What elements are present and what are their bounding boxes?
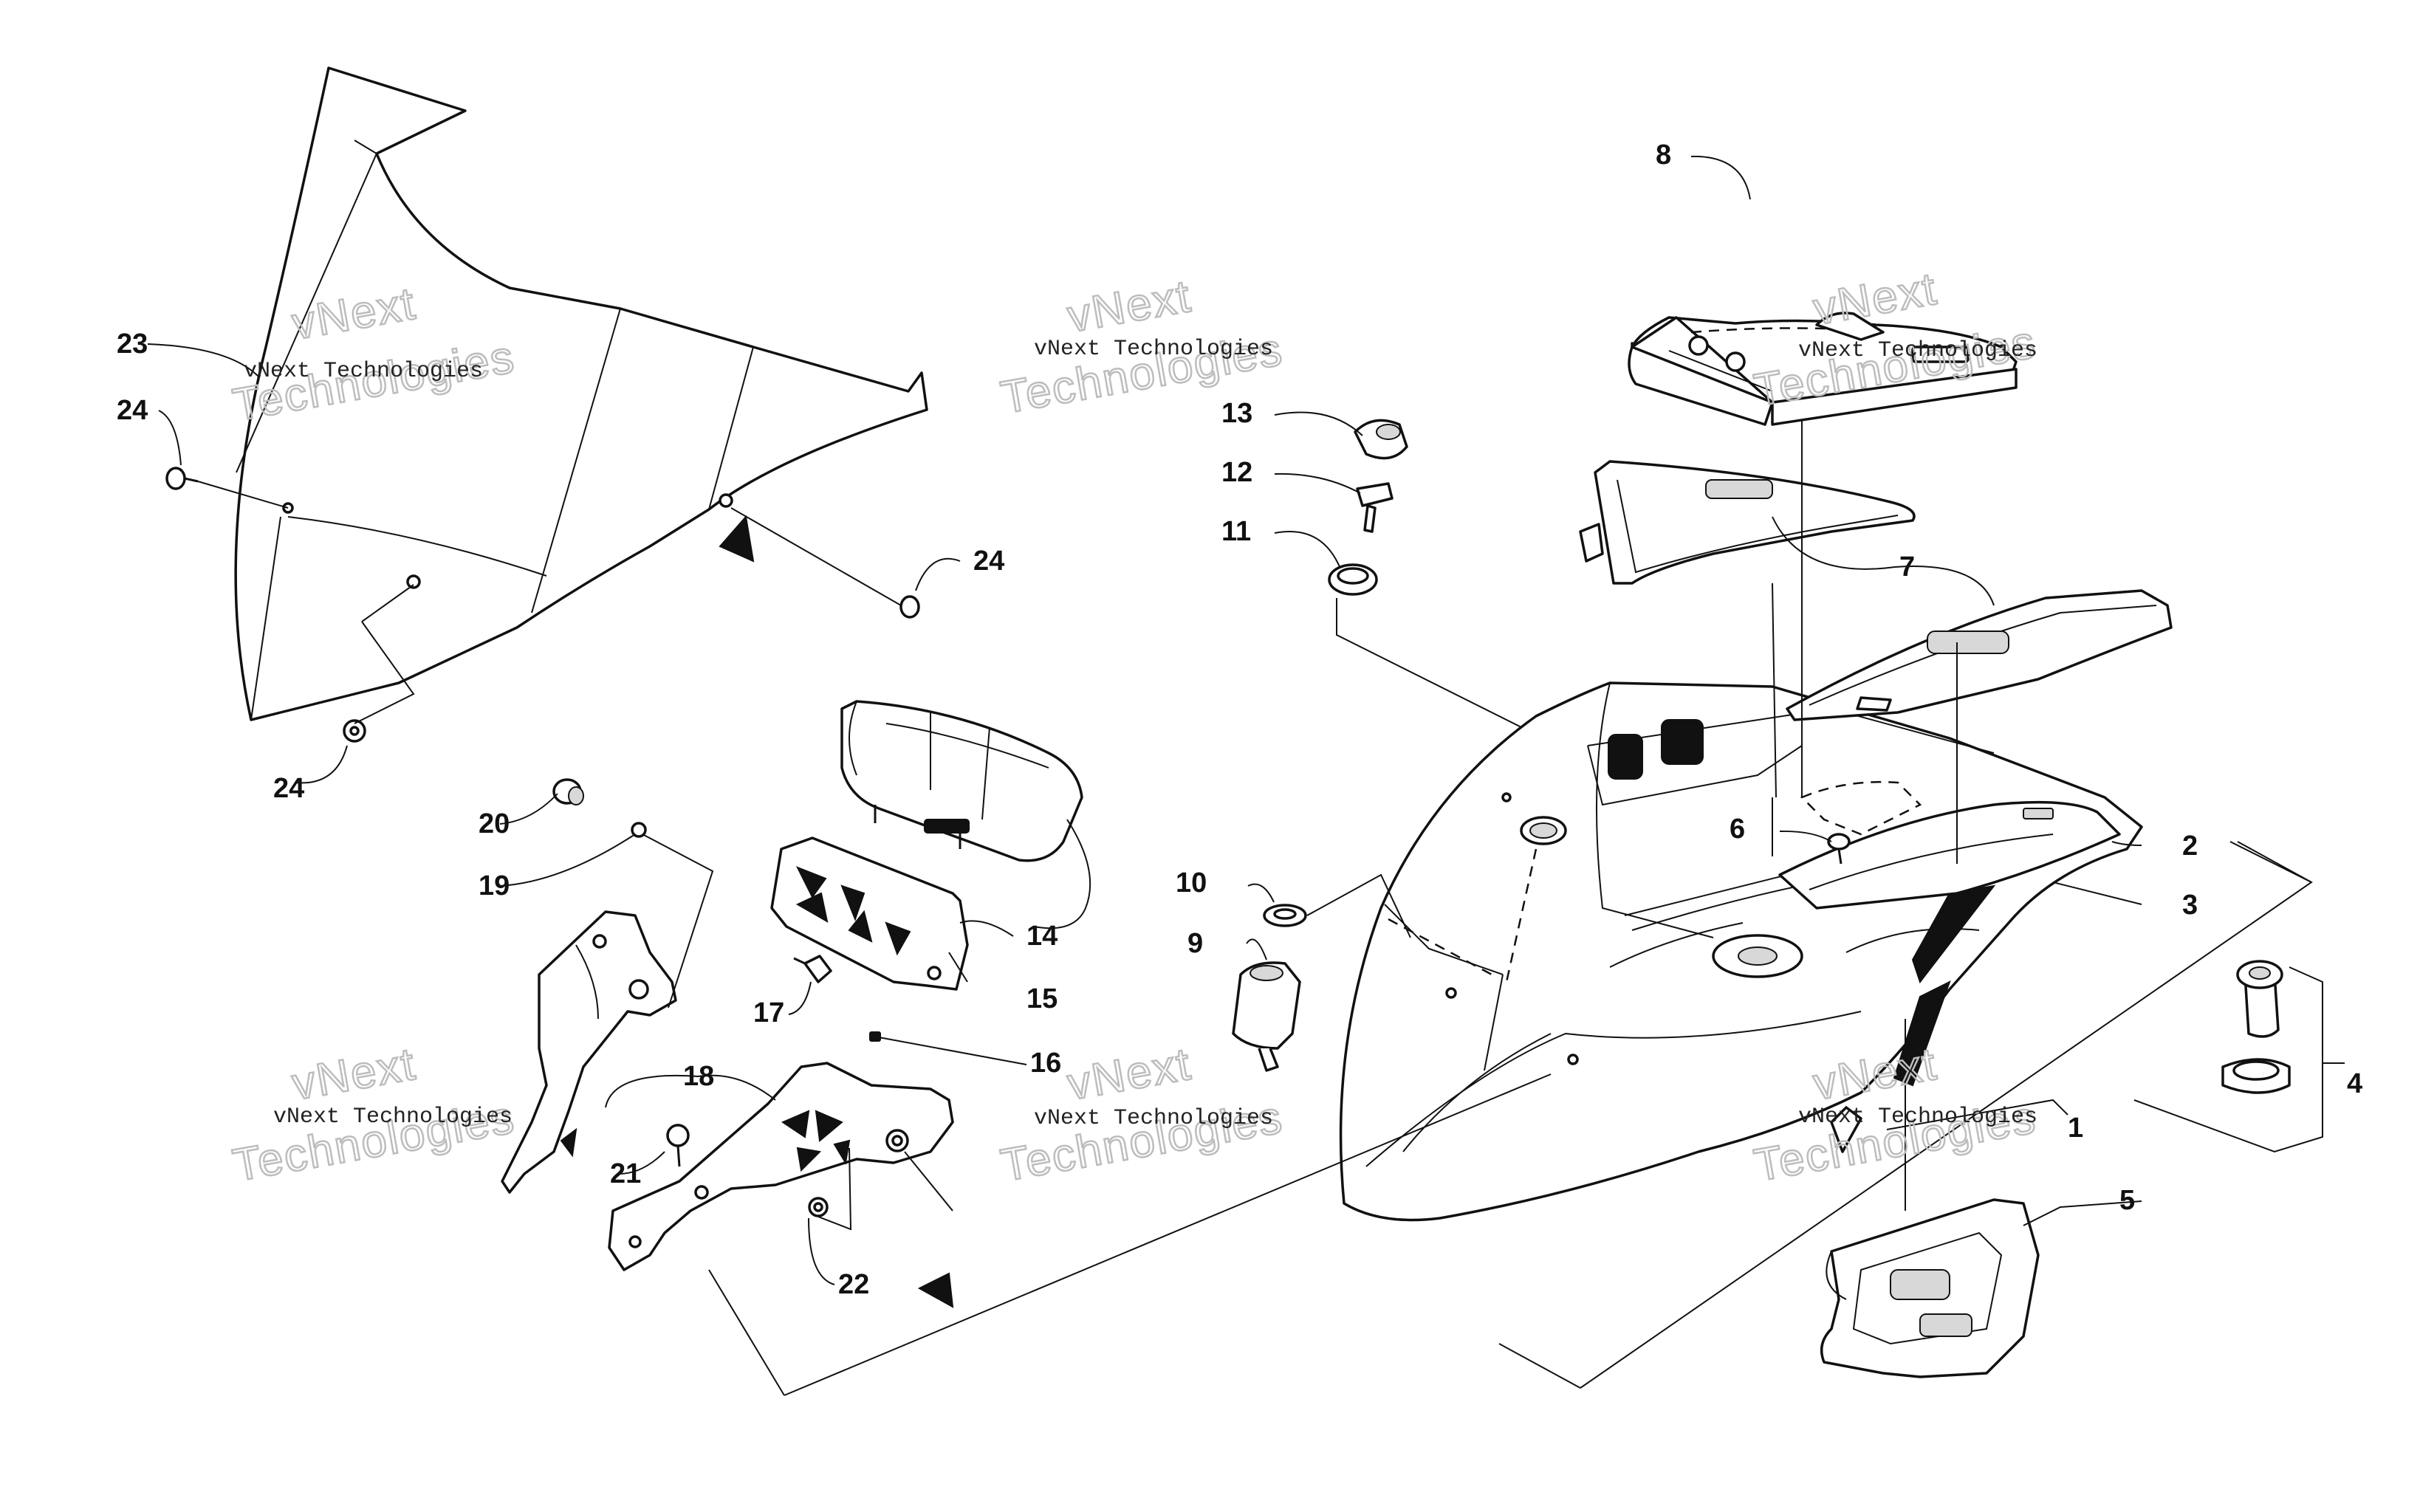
svg-text:vNext: vNext: [1063, 271, 1195, 343]
grommet-20[interactable]: [552, 778, 584, 805]
callout-7: 7: [1899, 551, 1915, 583]
svg-text:vNext Technologies: vNext Technologies: [244, 359, 483, 384]
mounting-bracket-lower[interactable]: [608, 1062, 954, 1308]
screw-right: [899, 595, 920, 619]
callout-leaders: [147, 155, 2142, 1285]
svg-text:vNext: vNext: [1809, 264, 1941, 335]
floor-panel-part[interactable]: [1820, 1198, 2040, 1378]
speedometer-part[interactable]: [840, 700, 1083, 862]
callout-18: 18: [683, 1061, 714, 1092]
callout-17: 17: [753, 997, 784, 1028]
washer-22[interactable]: [808, 1197, 829, 1217]
ignition-nut-part[interactable]: [1328, 563, 1378, 596]
mounting-bracket-upper[interactable]: [501, 910, 677, 1194]
callout-15: 15: [1026, 983, 1058, 1014]
callout-10: 10: [1176, 867, 1207, 898]
callout-5: 5: [2119, 1185, 2135, 1216]
callout-16: 16: [1030, 1048, 1061, 1079]
watermark-5: vNext Technologies vNext Technologies: [996, 1037, 1288, 1192]
callout-20: 20: [479, 808, 510, 839]
speedometer-bracket-part[interactable]: [770, 836, 969, 991]
washer-bottom: [343, 719, 366, 743]
callout-22: 22: [838, 1269, 869, 1300]
callout-9: 9: [1187, 928, 1203, 959]
panel-insert-left[interactable]: [1579, 460, 1916, 585]
callout-8: 8: [1656, 140, 1671, 171]
pin-16[interactable]: [869, 1031, 881, 1042]
callout-3: 3: [2182, 890, 2198, 921]
svg-text:vNext Technologies: vNext Technologies: [1034, 337, 1273, 362]
callout-2: 2: [2182, 831, 2198, 862]
callout-11: 11: [1221, 516, 1251, 547]
callout-labels: 1 2 3 4 5 6 7 8 9 10 11 12 13 14 15 16 1…: [117, 140, 2362, 1300]
power-outlet-part[interactable]: [2221, 960, 2291, 1094]
callout-21: 21: [610, 1158, 641, 1189]
windshield-screws[interactable]: [165, 467, 920, 743]
panel-insert-right[interactable]: [1786, 589, 2173, 721]
callout-1: 1: [2068, 1113, 2083, 1144]
callout-14: 14: [1026, 921, 1058, 952]
watermark-1: vNext Technologies vNext Technologies: [228, 277, 520, 432]
callout-19: 19: [479, 870, 510, 901]
callout-24-bottom: 24: [273, 773, 304, 804]
screw-21[interactable]: [666, 1124, 690, 1167]
key-part[interactable]: [1356, 482, 1394, 533]
svg-text:vNext Technologies: vNext Technologies: [1798, 338, 2037, 363]
windshield-part[interactable]: [234, 66, 928, 721]
storage-tray-part[interactable]: [1628, 312, 2018, 426]
callout-6: 6: [1730, 814, 1745, 845]
bolt-17[interactable]: [793, 955, 832, 983]
washer-19[interactable]: [631, 822, 647, 838]
callout-12: 12: [1221, 457, 1252, 488]
svg-text:vNext: vNext: [1063, 1039, 1195, 1110]
ignition-switch-part[interactable]: [1232, 961, 1301, 1072]
callout-23: 23: [117, 329, 148, 360]
nut-10[interactable]: [1263, 904, 1307, 927]
callout-24-right: 24: [973, 546, 1004, 577]
key-cap-part[interactable]: [1354, 419, 1408, 460]
callout-4: 4: [2347, 1068, 2362, 1099]
callout-24-left: 24: [117, 395, 148, 426]
callout-13: 13: [1221, 398, 1252, 429]
screw-left: [165, 467, 199, 490]
hood-trim-part[interactable]: [1778, 800, 2121, 910]
svg-text:vNext: vNext: [288, 1039, 419, 1110]
svg-text:vNext Technologies: vNext Technologies: [273, 1104, 513, 1130]
watermark-4: vNext Technologies vNext Technologies: [228, 1037, 520, 1192]
svg-text:vNext Technologies: vNext Technologies: [1034, 1106, 1273, 1131]
screw-6[interactable]: [1827, 833, 1851, 865]
svg-text:vNext Technologies: vNext Technologies: [1798, 1104, 2037, 1130]
